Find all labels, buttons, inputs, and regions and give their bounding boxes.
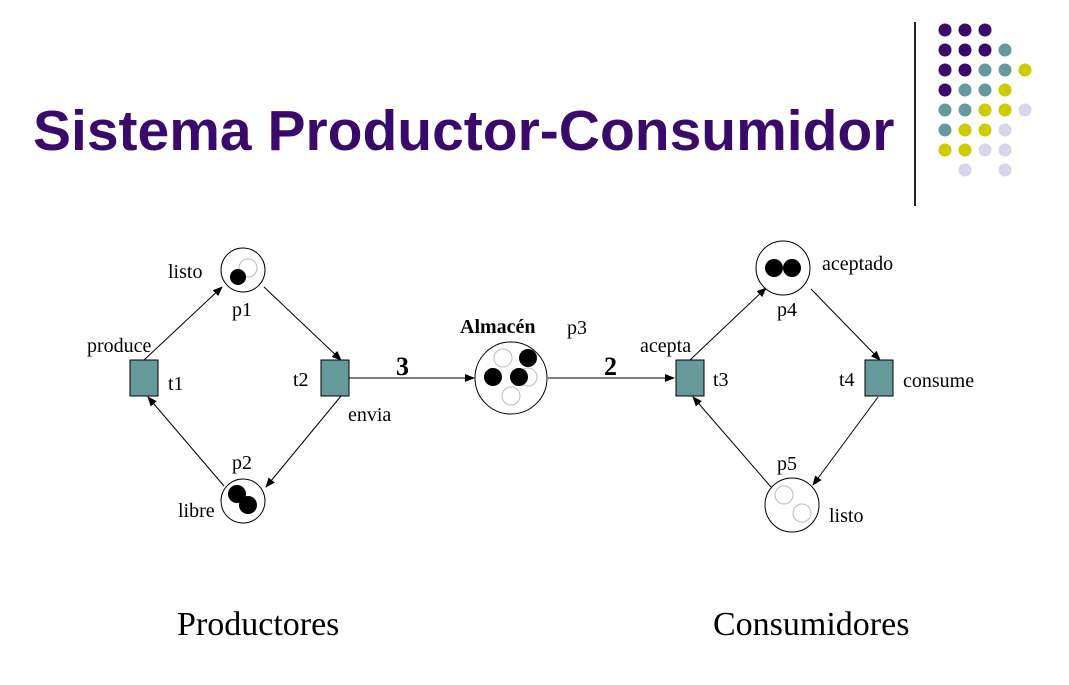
page-title: Sistema Productor-Consumidor — [33, 99, 895, 163]
arc-p5-t3 — [692, 396, 772, 488]
tokens-p4 — [765, 259, 801, 277]
label-t1-id: t1 — [168, 373, 184, 395]
arc-t3-p4 — [689, 287, 767, 361]
label-t3-name: acepta — [640, 335, 691, 357]
label-t2-name: envia — [348, 404, 391, 426]
label-p2-id: p2 — [232, 452, 252, 474]
arc-weight-t2-p3: 3 — [396, 352, 409, 381]
label-p1-id: p1 — [232, 299, 252, 321]
arc-p2-t1 — [147, 396, 225, 487]
label-t2-id: t2 — [293, 369, 309, 391]
transition-t4 — [864, 359, 894, 397]
arc-weight-p3-t3: 2 — [604, 352, 617, 381]
tokens-p1 — [230, 258, 258, 285]
label-p5-id: p5 — [777, 453, 797, 475]
label-t1-name: produce — [87, 335, 152, 357]
tokens-p5 — [774, 485, 812, 523]
label-p1-name: listo — [168, 261, 202, 283]
arc-p4-t4 — [810, 288, 881, 361]
label-p3-id: p3 — [567, 317, 587, 339]
label-t4-name: consume — [903, 370, 974, 392]
label-p2-name: libre — [178, 500, 215, 522]
tokens-p3 — [484, 348, 538, 406]
label-p4-name: aceptado — [822, 253, 893, 275]
title-divider — [914, 22, 916, 206]
transition-t2 — [320, 359, 350, 397]
label-t3-id: t3 — [713, 369, 729, 391]
decorative-dot-grid — [938, 23, 1032, 177]
arc-t1-p1 — [143, 286, 223, 361]
arc-t4-p5 — [812, 396, 879, 486]
arcs — [143, 286, 881, 488]
arc-t2-p2 — [265, 395, 342, 488]
label-p4-id: p4 — [777, 299, 797, 321]
section-label-consumers: Consumidores — [713, 606, 909, 643]
transition-t1 — [129, 359, 159, 397]
tokens-p2 — [228, 485, 257, 514]
arc-p1-t2 — [263, 286, 342, 361]
place-p5 — [764, 477, 820, 533]
section-label-producers: Productores — [177, 606, 339, 643]
label-t4-id: t4 — [839, 369, 855, 391]
label-p5-name: listo — [829, 505, 863, 527]
transition-t3 — [675, 359, 705, 397]
label-p3-name: Almacén — [460, 316, 536, 338]
